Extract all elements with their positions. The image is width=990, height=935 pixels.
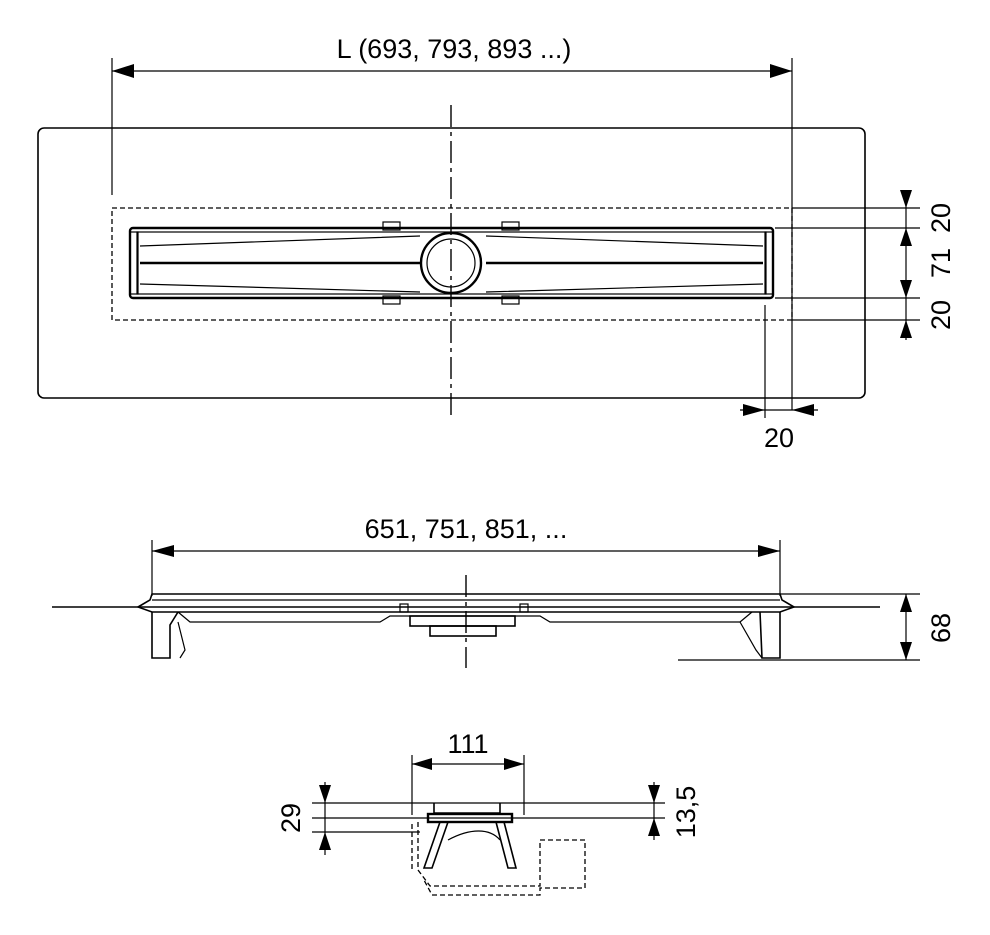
channel-profile bbox=[136, 593, 796, 659]
dim-20-horizontal: 20 bbox=[764, 423, 794, 453]
dim-29: 29 bbox=[276, 803, 306, 833]
dim-length-side: 651, 751, 851, ... bbox=[365, 514, 568, 544]
section-view: 111 29 13,5 bbox=[276, 729, 701, 896]
dim-20-top: 20 bbox=[926, 203, 956, 233]
dim-13-5: 13,5 bbox=[671, 786, 701, 839]
dim-20-bottom: 20 bbox=[926, 300, 956, 330]
dim-71: 71 bbox=[926, 248, 956, 278]
dim-68: 68 bbox=[926, 613, 956, 643]
top-view: L (693, 793, 893 ...) 20 71 20 20 bbox=[37, 34, 956, 453]
side-view: 651, 751, 851, ... 68 bbox=[52, 514, 956, 668]
dim-length-top: L (693, 793, 893 ...) bbox=[337, 34, 572, 64]
dim-111: 111 bbox=[447, 729, 488, 759]
section-profile bbox=[411, 803, 586, 896]
